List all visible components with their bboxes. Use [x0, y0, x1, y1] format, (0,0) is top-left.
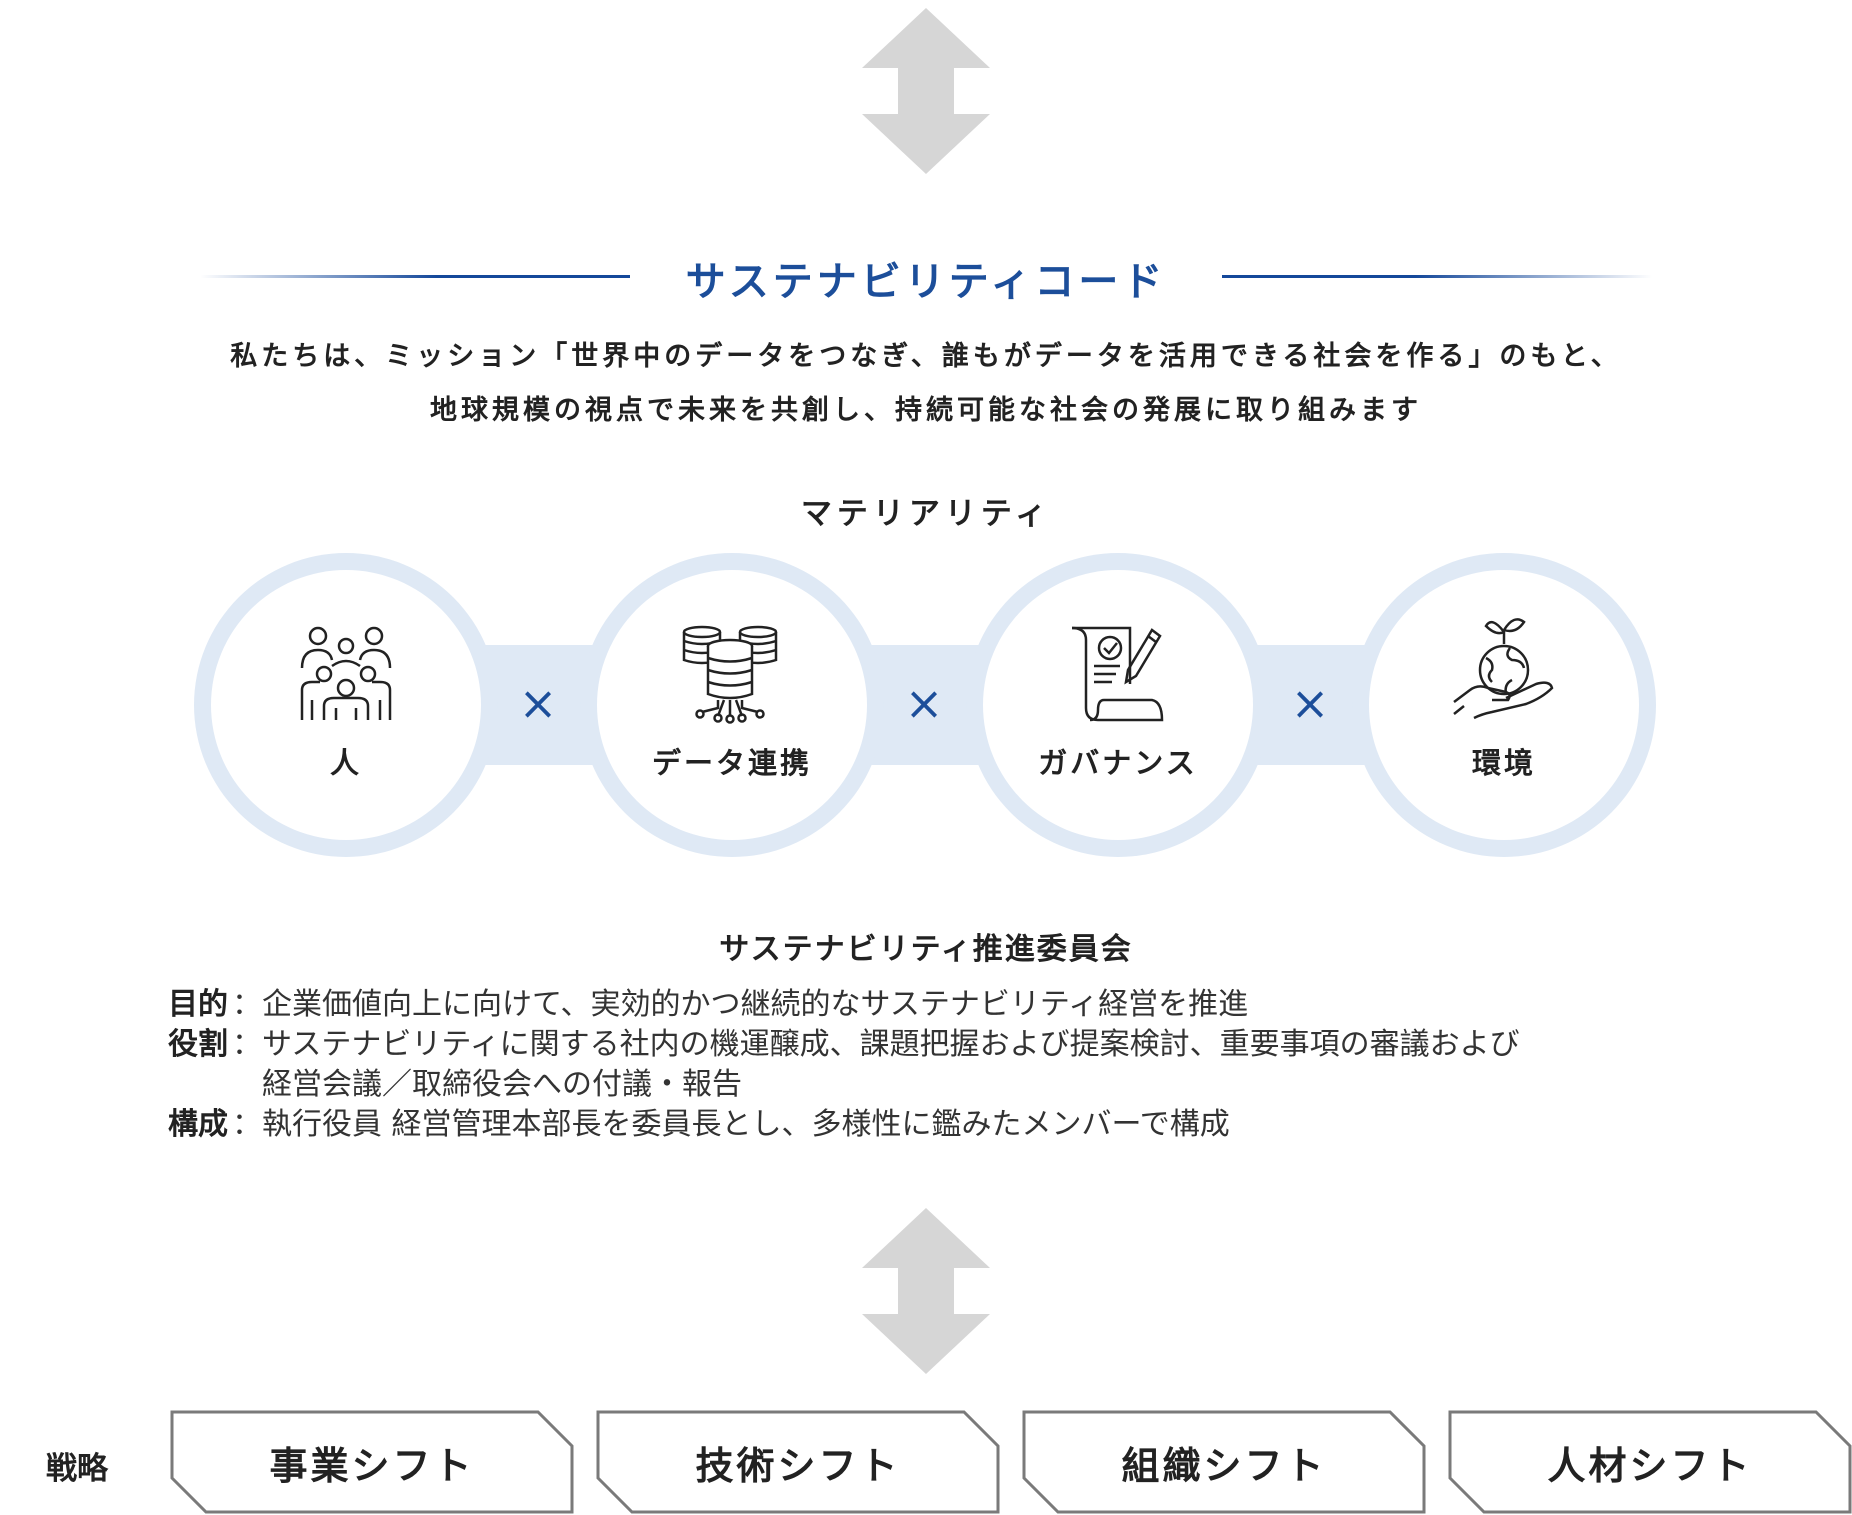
document-check-icon — [1071, 626, 1164, 722]
mission-line: 私たちは、ミッション「世界中のデータをつなぎ、誰もがデータを活用できる社会を作る… — [230, 341, 1622, 372]
earth-in-hand-icon — [1453, 618, 1554, 720]
row-key: 役割 — [168, 1027, 228, 1062]
materiality-label-environment: 環境 — [1471, 746, 1536, 780]
people-group-icon — [300, 626, 392, 720]
mission-statement: 私たちは、ミッション「世界中のデータをつなぎ、誰もがデータを活用できる社会を作る… — [150, 330, 1702, 438]
title-rule-left — [200, 275, 630, 278]
double-arrow-bottom-icon — [862, 1208, 990, 1374]
mission-line: 地球規模の視点で未来を共創し、持続可能な社会の発展に取り組みます — [430, 395, 1422, 426]
row-value: 執行役員 経営管理本部長を委員長とし、多様性に鑑みたメンバーで構成 — [262, 1105, 1728, 1145]
title-rule-right — [1222, 275, 1652, 278]
double-arrow-top-icon — [862, 8, 990, 174]
materiality-label-governance: ガバナンス — [1038, 746, 1198, 780]
row-value-line: 経営会議／取締役会への付議・報告 — [262, 1067, 742, 1102]
committee-title: サステナビリティ推進委員会 — [719, 932, 1133, 967]
row-key: 目的 — [168, 987, 228, 1022]
shift-label: 人材シフト — [1547, 1443, 1753, 1488]
shift-label: 事業シフト — [269, 1443, 475, 1488]
committee-details: 目的 ： 企業価値向上に向けて、実効的かつ継続的なサステナビリティ経営を推進 役… — [168, 985, 1728, 1145]
times-separator: × — [904, 676, 944, 730]
times-separator: × — [518, 676, 558, 730]
committee-row-composition: 構成 ： 執行役員 経営管理本部長を委員長とし、多様性に鑑みたメンバーで構成 — [168, 1105, 1728, 1145]
materiality-heading: マテリアリティ — [800, 496, 1052, 532]
row-value-line: 企業価値向上に向けて、実効的かつ継続的なサステナビリティ経営を推進 — [262, 987, 1249, 1022]
committee-row-role: 役割 ： サステナビリティに関する社内の機運醸成、課題把握および提案検討、重要事… — [168, 1025, 1728, 1105]
sustainability-code-title: サステナビリティコード — [685, 259, 1167, 305]
materiality-circle-chain — [194, 540, 1656, 870]
row-value: 企業価値向上に向けて、実効的かつ継続的なサステナビリティ経営を推進 — [262, 985, 1728, 1025]
strategy-label: 戦略 — [46, 1451, 108, 1487]
shift-box-business: 事業シフト — [170, 1410, 574, 1514]
row-key: 構成 — [168, 1107, 228, 1142]
row-value: サステナビリティに関する社内の機運醸成、課題把握および提案検討、重要事項の審議お… — [262, 1025, 1728, 1105]
materiality-label-data: データ連携 — [651, 746, 812, 780]
materiality-label-people: 人 — [329, 746, 362, 780]
row-separator: ： — [232, 987, 262, 1022]
row-separator: ： — [232, 1107, 262, 1142]
shift-box-technology: 技術シフト — [596, 1410, 1000, 1514]
shift-box-organization: 組織シフト — [1022, 1410, 1426, 1514]
database-network-icon — [682, 625, 778, 724]
row-value-line: サステナビリティに関する社内の機運醸成、課題把握および提案検討、重要事項の審議お… — [262, 1027, 1520, 1062]
row-separator: ： — [232, 1027, 262, 1062]
sustainability-code-header: サステナビリティコード — [200, 245, 1652, 305]
row-value-line: 執行役員 経営管理本部長を委員長とし、多様性に鑑みたメンバーで構成 — [262, 1107, 1230, 1142]
shift-label: 組織シフト — [1121, 1443, 1327, 1488]
committee-row-purpose: 目的 ： 企業価値向上に向けて、実効的かつ継続的なサステナビリティ経営を推進 — [168, 985, 1728, 1025]
shift-box-talent: 人材シフト — [1448, 1410, 1852, 1514]
times-separator: × — [1290, 676, 1330, 730]
shift-label: 技術シフト — [695, 1443, 901, 1488]
